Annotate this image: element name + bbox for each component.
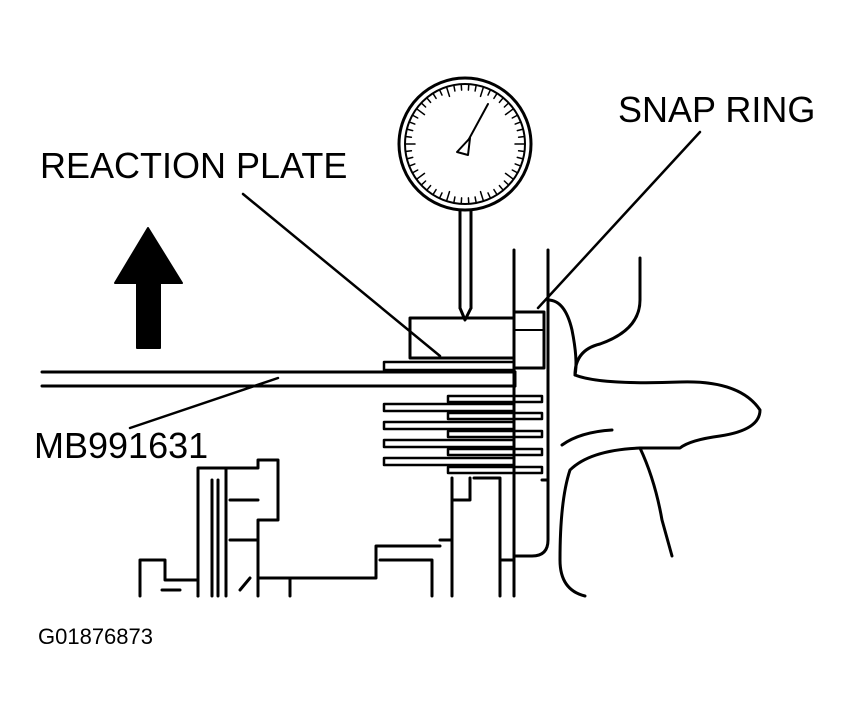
gauge-tick [411, 169, 419, 174]
gauge-tick [474, 196, 477, 204]
clutch-housing [450, 248, 550, 598]
gauge-tick [408, 121, 416, 125]
reaction-plate-label: REACTION PLATE [40, 145, 348, 186]
lower-housing [138, 458, 454, 598]
gauge-tick [479, 86, 485, 98]
gauge-tick [511, 114, 519, 119]
gauge-tick [426, 97, 432, 104]
snap-ring-label: SNAP RING [618, 89, 816, 130]
gauge-tick [406, 156, 414, 160]
gauge-tick [517, 150, 526, 153]
gauge-tick [493, 92, 498, 100]
gauge-tick [453, 196, 456, 204]
snap-ring [512, 310, 546, 370]
gauge-tick [420, 180, 427, 186]
gauge-tick [503, 102, 510, 108]
gauge-tick [445, 190, 451, 202]
gauge-tick [504, 172, 515, 181]
gauge-tick [516, 156, 524, 160]
special-tool-label: MB991631 [34, 425, 209, 466]
gauge-tick [411, 114, 419, 119]
gauge-tick [432, 188, 437, 196]
gauge-tick [474, 84, 477, 92]
gauge-tick [493, 188, 498, 196]
gauge-tick [438, 88, 443, 96]
gauge-tick [453, 84, 456, 92]
dial-gauge-icon [397, 76, 533, 322]
gauge-tick [498, 97, 504, 104]
gauge-tick [517, 135, 526, 138]
gauge-tick [432, 92, 437, 100]
gauge-tick [420, 102, 427, 108]
clutch-plates [382, 360, 544, 475]
gauge-tick [426, 184, 432, 191]
gauge-tick [438, 192, 443, 200]
gauge-tick [487, 88, 492, 96]
gauge-tick [514, 121, 522, 125]
gauge-tick [516, 128, 524, 132]
gauge-tick [504, 107, 515, 116]
transmission-case [546, 256, 762, 598]
gauge-tick [511, 169, 519, 174]
gauge-tick [514, 163, 522, 167]
gauge-tick [415, 172, 426, 181]
gauge-tick [503, 180, 510, 186]
gauge-tick [445, 86, 451, 98]
arrow-up-icon [114, 227, 183, 349]
gauge-tick [487, 192, 492, 200]
gauge-tick [415, 107, 426, 116]
figure-id-label: G01876873 [38, 624, 153, 649]
gauge-tick [404, 150, 413, 153]
gauge-tick [406, 128, 414, 132]
reaction-plate [408, 316, 516, 360]
gauge-tick [479, 190, 485, 202]
gauge-tick [404, 135, 413, 138]
gauge-tick [498, 184, 504, 191]
gauge-tick [408, 163, 416, 167]
leader-lines [128, 130, 702, 430]
